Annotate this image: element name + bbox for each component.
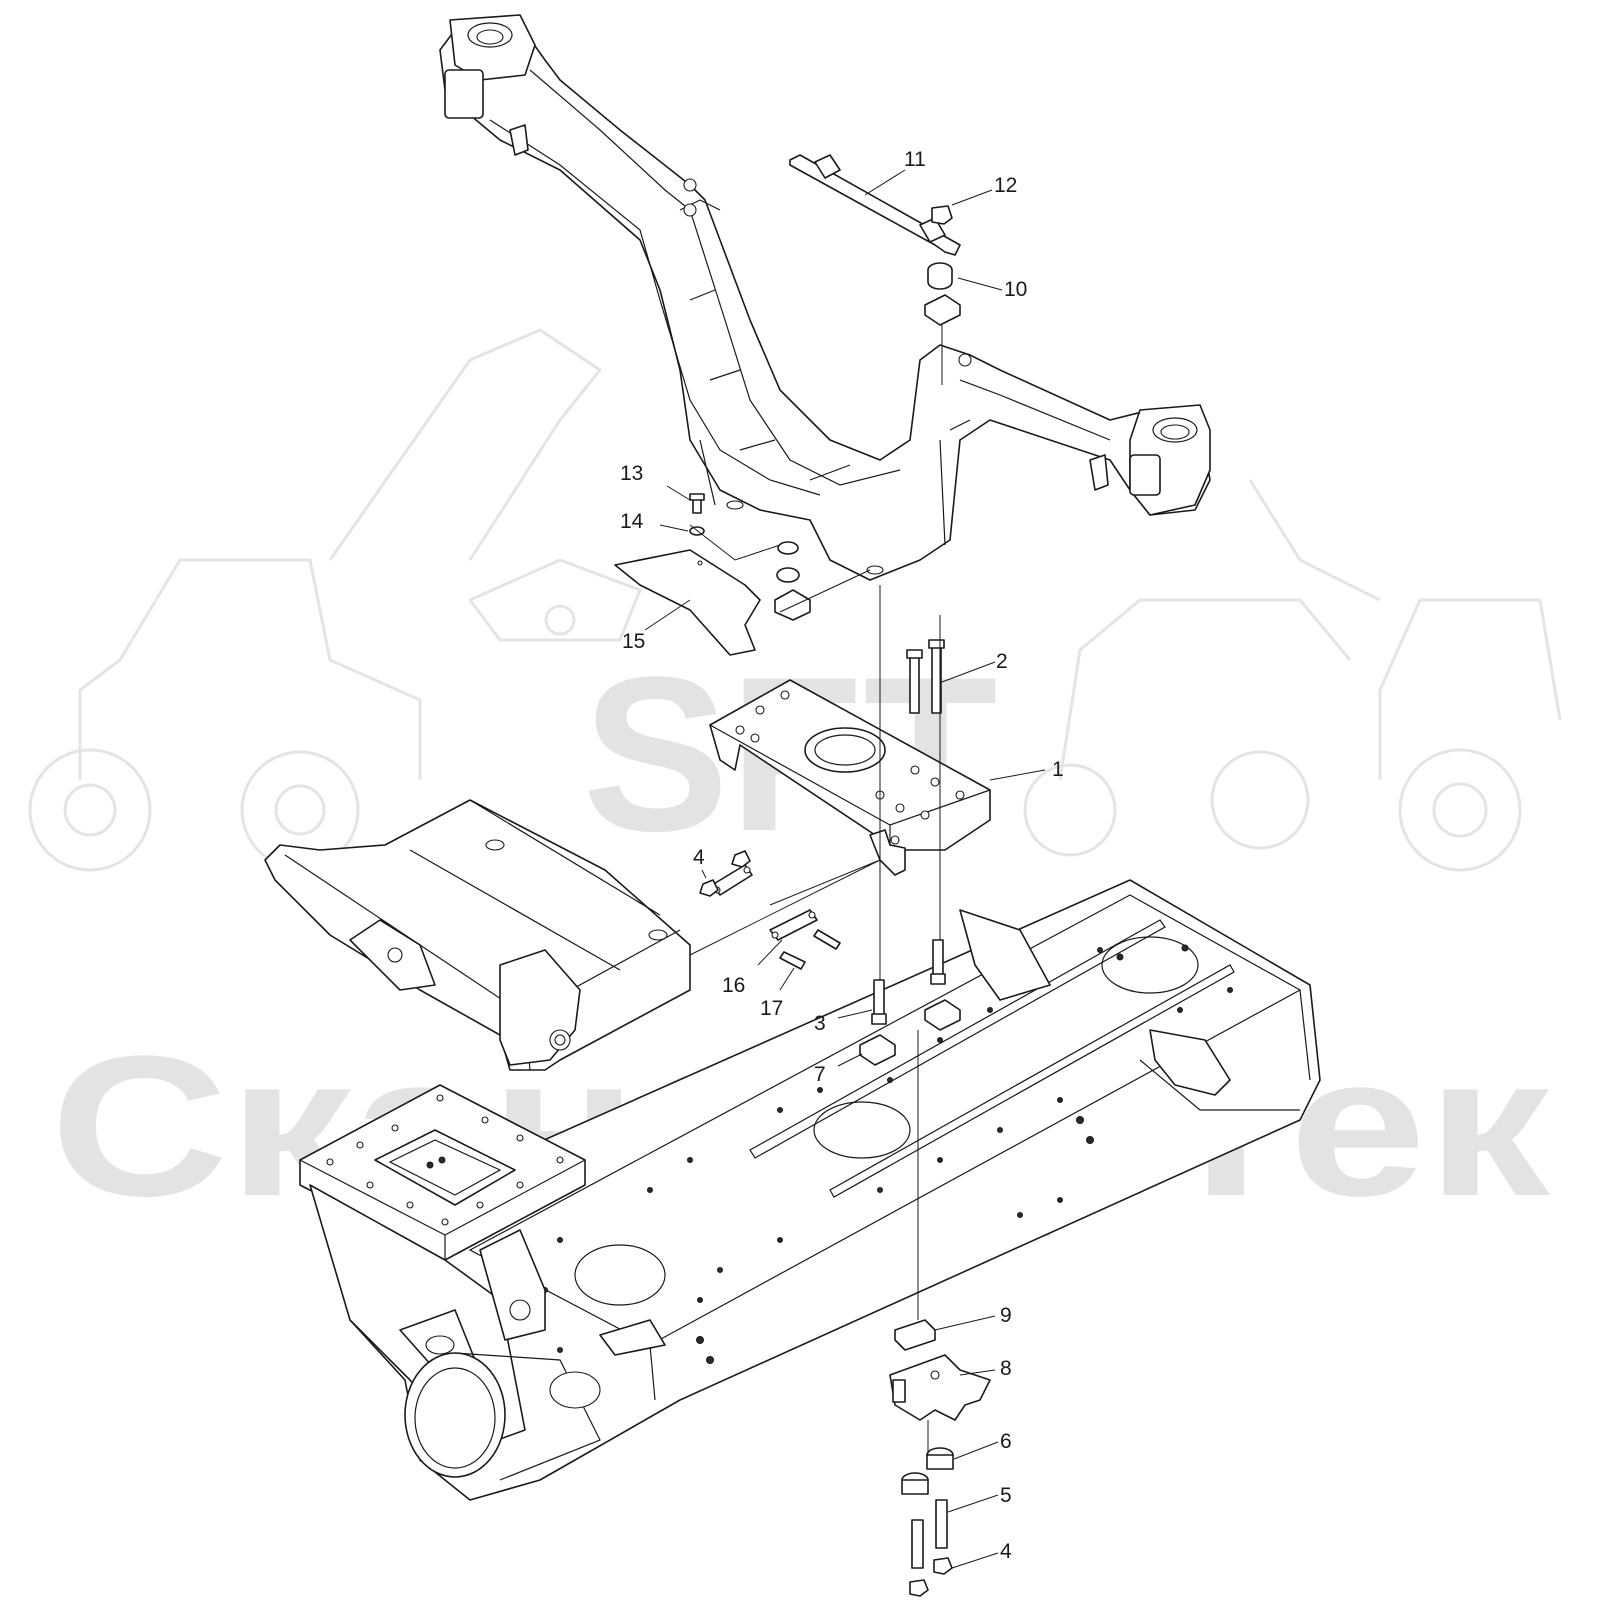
callout-label: 3 — [814, 1012, 826, 1035]
front-axle-cradle — [439, 14, 1211, 581]
bracket-holes — [735, 690, 965, 820]
callout-12: 12 — [951, 174, 1017, 206]
callout-label: 10 — [1004, 278, 1027, 301]
callout-label: 6 — [1000, 1430, 1012, 1453]
part-17-bolts — [779, 929, 841, 970]
callout-11: 11 — [864, 148, 926, 196]
callout-label: 5 — [1000, 1484, 1012, 1507]
callout-15: 15 — [622, 599, 691, 653]
part-4-upper-nuts — [699, 850, 751, 897]
callout-label: 7 — [814, 1063, 826, 1086]
callout-label: 13 — [620, 462, 643, 485]
part-2-bolts — [906, 639, 945, 714]
callout-label: 8 — [1000, 1357, 1012, 1380]
callout-4-lower: 4 — [951, 1540, 1012, 1569]
part-9-shim — [894, 1319, 936, 1351]
callouts: 11 12 10 13 14 15 2 1 — [620, 148, 1064, 1569]
watermark-machinery-outline — [28, 328, 1562, 872]
tower-flange-holes — [326, 1094, 564, 1226]
callout-17: 17 — [760, 967, 795, 1020]
callout-13: 13 — [620, 462, 691, 501]
part-3-bolt — [871, 939, 946, 1025]
main-chassis-frame — [299, 879, 1321, 1501]
callout-16: 16 — [722, 939, 783, 997]
part-5-pins — [911, 1499, 948, 1569]
callout-8: 8 — [959, 1357, 1012, 1380]
part-15-shield — [614, 549, 761, 656]
callout-10: 10 — [957, 277, 1027, 301]
part-10-bushing — [924, 262, 961, 326]
callout-label: 17 — [760, 997, 783, 1020]
assembly-lines — [689, 325, 943, 1455]
callout-label: 9 — [1000, 1304, 1012, 1327]
part-1-bracket — [709, 679, 991, 876]
callout-4-upper: 4 — [693, 846, 707, 879]
callout-label: 14 — [620, 510, 644, 533]
callout-2: 2 — [941, 650, 1008, 683]
callout-7: 7 — [814, 1053, 863, 1086]
callout-label: 15 — [622, 630, 645, 653]
part-4-lower-nuts — [909, 1557, 953, 1597]
trough-assembly — [264, 799, 691, 1071]
callout-label: 1 — [1052, 758, 1064, 781]
callout-label: 11 — [904, 148, 926, 171]
callout-label: 12 — [994, 174, 1017, 197]
part-16-links — [711, 864, 818, 941]
callout-label: 2 — [996, 650, 1008, 673]
callout-6: 6 — [953, 1430, 1012, 1460]
part-13-bolt — [689, 493, 705, 514]
callout-9: 9 — [934, 1304, 1012, 1331]
callout-label: 4 — [693, 846, 705, 869]
part-8-clamp — [889, 1354, 991, 1421]
callout-1: 1 — [989, 758, 1064, 781]
part-12-nut — [931, 205, 953, 225]
part-7-block — [859, 999, 961, 1066]
callout-label: 16 — [722, 974, 745, 997]
callout-5: 5 — [947, 1484, 1012, 1513]
callout-3: 3 — [814, 1009, 873, 1035]
part-11-strap-plate — [789, 154, 961, 256]
part-6-bushings — [901, 1447, 954, 1495]
callout-14: 14 — [620, 510, 689, 533]
middle-bushing-stack — [774, 541, 811, 621]
callout-label: 4 — [1000, 1540, 1012, 1563]
